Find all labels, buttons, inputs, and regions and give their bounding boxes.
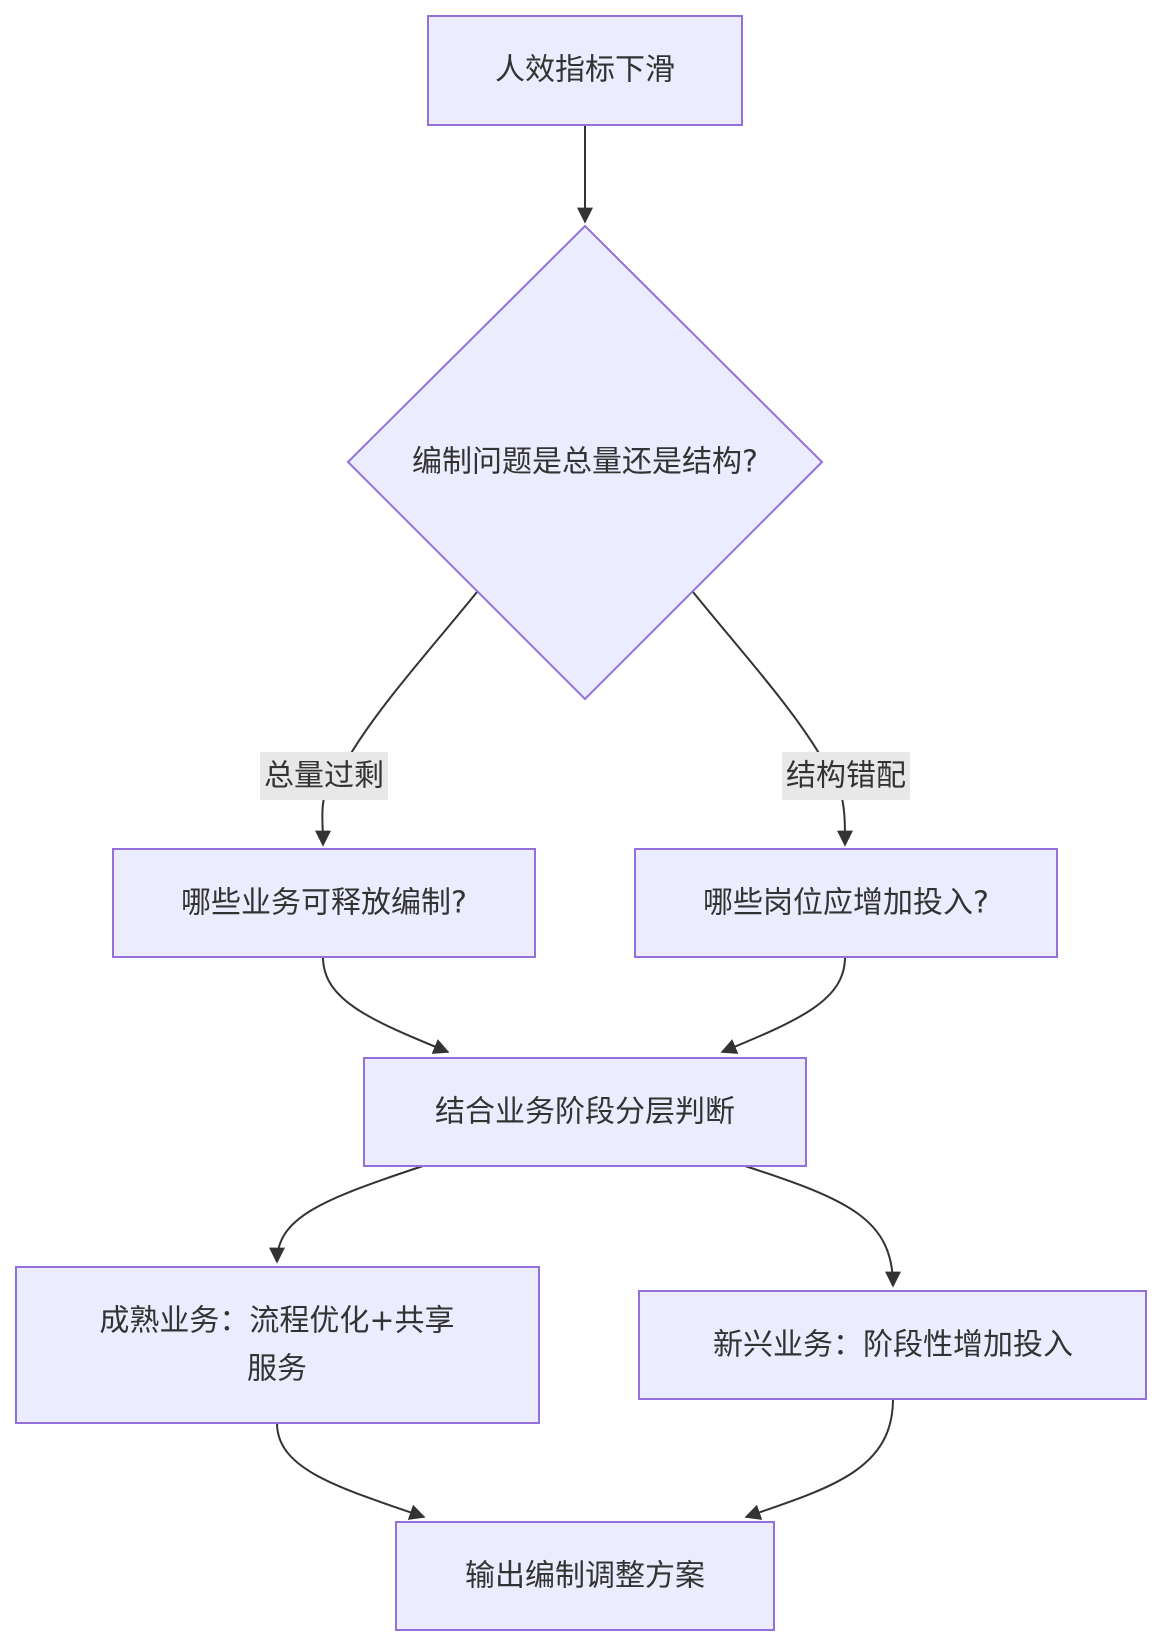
edge-decision-to-invest-lower xyxy=(836,797,853,847)
node-invest-text: 哪些岗位应增加投入? xyxy=(703,886,989,921)
node-invest: 哪些岗位应增加投入? xyxy=(634,848,1058,958)
edge-decision-to-release-lower xyxy=(314,797,331,847)
edges xyxy=(269,125,901,1520)
edge-label-structure-mismatch-text: 结构错配 xyxy=(786,759,906,794)
edge-mature-to-output xyxy=(276,1422,426,1520)
node-decision-text: 编制问题是总量还是结构? xyxy=(412,445,758,480)
node-emerging-text: 新兴业务：阶段性增加投入 xyxy=(713,1328,1073,1363)
node-judge: 结合业务阶段分层判断 xyxy=(363,1057,807,1167)
node-mature-text-line2: 服务 xyxy=(247,1352,307,1387)
node-judge-text: 结合业务阶段分层判断 xyxy=(435,1095,735,1130)
edge-invest-to-judge xyxy=(720,956,846,1054)
edge-label-total-excess-text: 总量过剩 xyxy=(264,759,384,794)
edge-judge-to-mature xyxy=(269,1165,424,1264)
edge-decision-to-release xyxy=(349,591,478,756)
node-start-text: 人效指标下滑 xyxy=(495,53,675,88)
edge-judge-to-emerging xyxy=(744,1165,901,1288)
edge-decision-to-invest xyxy=(692,591,821,756)
node-output: 输出编制调整方案 xyxy=(395,1521,775,1631)
edge-label-structure-mismatch: 结构错配 xyxy=(782,752,910,800)
edge-label-total-excess: 总量过剩 xyxy=(260,752,388,800)
edge-release-to-judge xyxy=(322,956,450,1054)
node-output-text: 输出编制调整方案 xyxy=(465,1559,705,1594)
node-release-text: 哪些业务可释放编制? xyxy=(181,886,467,921)
edge-emerging-to-output xyxy=(744,1398,894,1520)
node-release: 哪些业务可释放编制? xyxy=(112,848,536,958)
node-emerging: 新兴业务：阶段性增加投入 xyxy=(638,1290,1147,1400)
node-mature-text-line1: 成熟业务：流程优化+共享 xyxy=(99,1304,454,1339)
node-decision: 编制问题是总量还是结构? xyxy=(346,224,824,701)
node-mature: 成熟业务：流程优化+共享 服务 xyxy=(15,1266,540,1424)
node-start: 人效指标下滑 xyxy=(427,15,743,126)
